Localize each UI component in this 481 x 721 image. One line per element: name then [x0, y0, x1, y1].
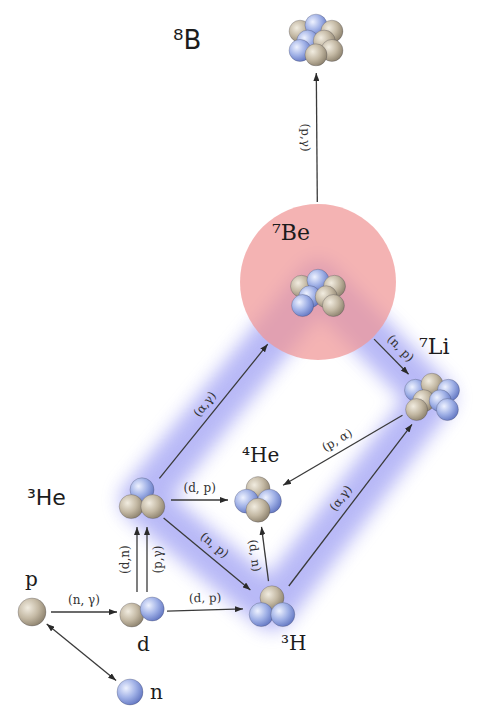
nucleon-ball: [271, 603, 295, 627]
reaction-arrow: [289, 424, 412, 586]
reaction-label: (d, p): [184, 482, 216, 495]
nucleon-ball: [18, 598, 46, 626]
reaction-label: (p,γ): [152, 546, 165, 574]
nucleus-node: ³H: [245, 583, 299, 633]
reaction-arrow: [164, 518, 251, 590]
nucleon-cluster: [399, 365, 465, 431]
nucleus-node: d: [119, 594, 165, 630]
nucleon-ball: [119, 495, 143, 519]
reaction-arrow: [171, 499, 228, 500]
reaction-arrow: [47, 624, 116, 681]
nucleus-label: ⁷Li: [419, 334, 449, 359]
nucleon-ball: [292, 295, 314, 317]
nucleon-cluster: [106, 464, 178, 536]
nucleon-ball: [141, 495, 165, 519]
reaction-arrow: [51, 611, 117, 612]
nucleon-ball: [436, 399, 458, 421]
nucleon-ball: [322, 295, 344, 317]
reaction-label: (p,γ): [299, 124, 312, 152]
nucleus-label: ⁴He: [242, 443, 279, 467]
nucleon-ball: [305, 44, 327, 66]
reaction-label: (d, p): [188, 592, 221, 606]
nucleus-label: ³He: [27, 485, 66, 510]
reaction-arrow: [262, 527, 269, 581]
reaction-label: (d,n): [119, 545, 132, 574]
reaction-arrow: [316, 73, 317, 202]
nucleus-node: n: [114, 676, 146, 708]
nucleus-label: p: [25, 567, 38, 591]
reaction-label: (n, γ): [68, 594, 100, 607]
nucleon-ball: [140, 597, 164, 621]
nucleus-node: ⁷Li: [399, 368, 465, 428]
nucleus-label: ⁷Be: [272, 220, 310, 245]
reaction-label: (p, α): [319, 426, 354, 454]
reaction-arrow: [136, 527, 137, 592]
reaction-arrow: [167, 609, 243, 611]
nucleus-label: ⁸B: [173, 25, 201, 55]
reaction-arrow: [283, 415, 402, 485]
reaction-arrow: [146, 527, 147, 592]
nucleon-ball: [246, 498, 270, 522]
nucleon-cluster: [222, 464, 294, 536]
nucleon-cluster: [283, 7, 349, 73]
nucleus-node: ⁴He: [230, 475, 286, 525]
highlight-circle: ⁷Be: [240, 204, 396, 360]
nucleon-ball: [249, 603, 273, 627]
nucleus-label: ³H: [281, 631, 306, 655]
nucleus-node: p: [15, 595, 49, 629]
nucleon-ball: [406, 399, 428, 421]
nucleus-label: d: [137, 632, 150, 656]
nucleon-ball: [117, 679, 143, 705]
nucleus-node: ³He: [115, 475, 169, 525]
nucleus-node: ⁸B: [281, 9, 351, 71]
nucleon-cluster: [285, 261, 351, 327]
nucleus-label: n: [150, 680, 163, 704]
